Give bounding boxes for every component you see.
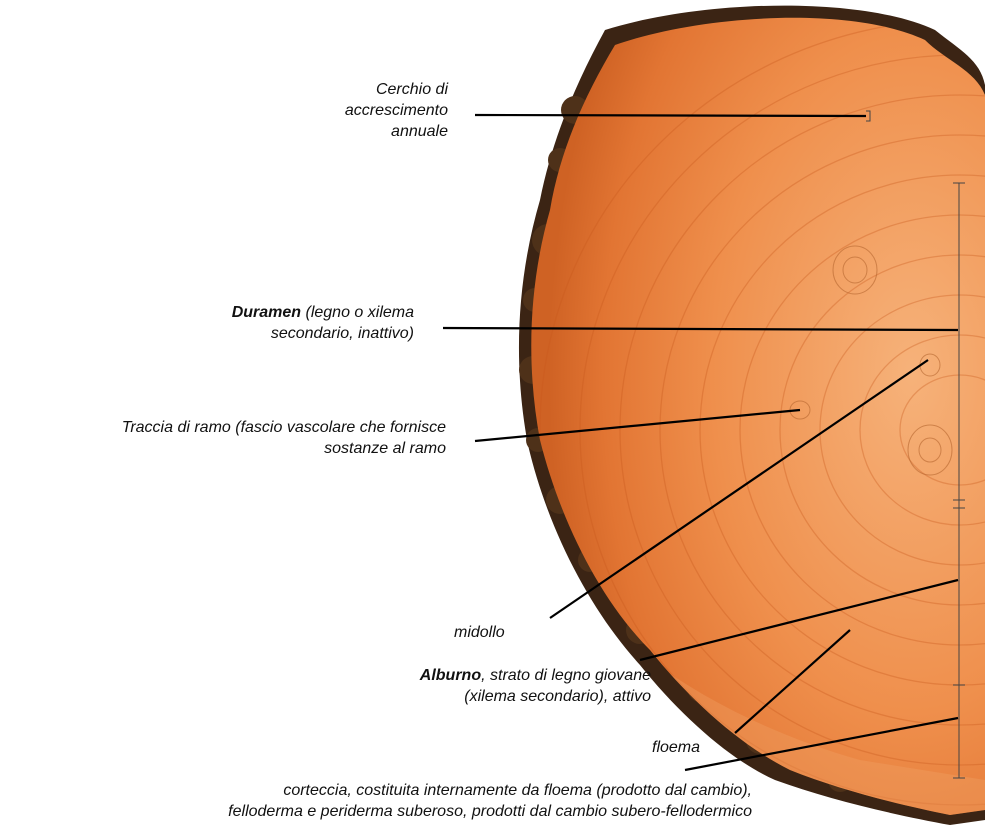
label-floema: floema	[652, 737, 700, 758]
label-cerchio: Cerchio di accrescimento annuale	[300, 79, 448, 142]
label-cerchio-line1: Cerchio di	[300, 79, 448, 100]
label-cerchio-line2: accrescimento	[300, 100, 448, 121]
label-alburno-rest: , strato di legno giovane	[481, 667, 651, 684]
label-traccia-line2: sostanze al ramo	[0, 438, 446, 459]
label-traccia-line1: Traccia di ramo (fascio vascolare che fo…	[0, 417, 446, 438]
label-traccia: Traccia di ramo (fascio vascolare che fo…	[0, 417, 446, 459]
label-cerchio-line3: annuale	[300, 121, 448, 142]
label-corteccia-line2: felloderma e periderma suberoso, prodott…	[0, 801, 752, 822]
label-midollo: midollo	[454, 622, 505, 643]
label-corteccia-line1: corteccia, costituita internamente da fl…	[0, 780, 752, 801]
label-alburno: Alburno, strato di legno giovane (xilema…	[300, 665, 651, 707]
label-duramen-rest: (legno o xilema	[301, 304, 414, 321]
label-duramen: Duramen (legno o xilema secondario, inat…	[150, 302, 414, 344]
label-duramen-line2: secondario, inattivo)	[150, 323, 414, 344]
label-duramen-bold: Duramen	[232, 304, 301, 321]
label-corteccia: corteccia, costituita internamente da fl…	[0, 780, 752, 822]
label-alburno-bold: Alburno	[420, 667, 481, 684]
leader-cerchio	[475, 115, 866, 116]
label-alburno-line2: (xilema secondario), attivo	[300, 686, 651, 707]
